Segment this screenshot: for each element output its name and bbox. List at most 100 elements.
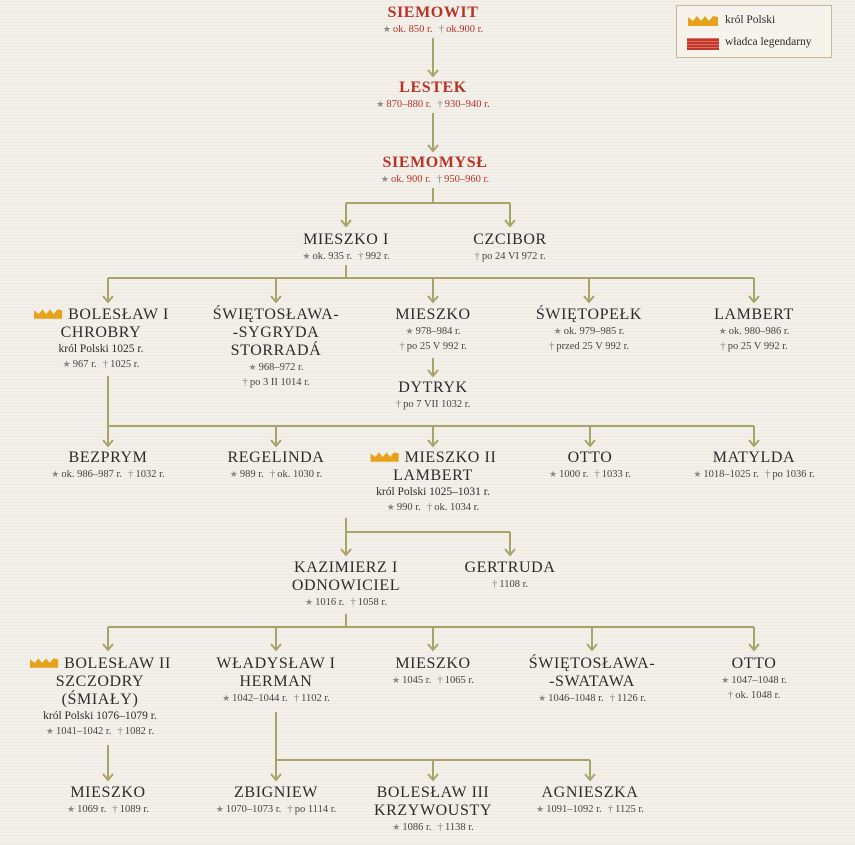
arrow-head	[504, 219, 516, 228]
birth-date: 1086 r.	[402, 822, 432, 833]
arrow-head	[340, 548, 352, 557]
person-kazimierz-i: KAZIMIERZ I ODNOWICIEL ★1016 r.†1058 r.	[292, 559, 400, 610]
cross-icon: †	[594, 468, 600, 480]
person-name-line2: -SYGRYDA	[232, 324, 320, 341]
person-name-line2: SZCZODRY	[55, 673, 145, 690]
birth-date: 1047–1048 r.	[731, 675, 787, 686]
birth-date: 990 r.	[396, 502, 421, 513]
star-icon: ★	[67, 804, 76, 814]
person-mieszko-1069: MIESZKO ★1069 r.†1089 r.	[67, 784, 149, 817]
arrow-head	[427, 439, 439, 448]
arrow-head	[427, 643, 439, 652]
person-dates: ★1018–1025 r.†po 1036 r.	[693, 467, 814, 482]
star-icon: ★	[721, 675, 730, 685]
person-name: SIEMOWIT	[387, 4, 479, 21]
death-date: 1102 r.	[301, 693, 330, 704]
cross-icon: †	[102, 358, 109, 370]
death-date: 1065 r.	[444, 675, 474, 686]
death-date: 1138 r.	[444, 822, 474, 833]
person-name: DYTRYK	[398, 379, 468, 396]
crown-icon	[30, 658, 59, 668]
name-text: BOLESŁAW II	[64, 655, 171, 672]
person-dates: ★1045 r.†1065 r.	[392, 673, 474, 688]
person-lambert: LAMBERT ★ok. 980–986 r. †po 25 V 992 r.	[714, 306, 794, 354]
death-date: po 24 VI 972 r.	[481, 251, 546, 262]
crown-icon	[34, 309, 63, 319]
legend-legendary-label: władca legendarny	[725, 36, 812, 48]
star-icon: ★	[229, 469, 238, 479]
person-name: ŚWIĘTOPEŁK	[535, 306, 643, 323]
star-icon: ★	[549, 469, 558, 479]
birth-date: 989 r.	[239, 469, 264, 480]
cross-icon: †	[242, 376, 248, 388]
person-dates: ★1046–1048 r.†1126 r.	[529, 691, 656, 706]
person-name: MIESZKO	[395, 655, 471, 672]
person-name: LESTEK	[399, 79, 467, 96]
star-icon: ★	[718, 326, 727, 336]
person-name-line2: HERMAN	[239, 673, 313, 690]
person-dytryk: DYTRYK †po 7 VII 1032 r.	[396, 379, 471, 412]
birth-date: ok. 850 r.	[392, 24, 433, 35]
person-name: MIESZKO	[395, 306, 471, 323]
person-dates: ★989 r.†ok. 1030 r.	[228, 467, 325, 482]
person-name-line2: LAMBERT	[393, 467, 473, 484]
star-icon: ★	[62, 359, 71, 369]
person-name-line1: MIESZKO II	[370, 449, 497, 467]
person-dates: ★1042–1044 r.†1102 r.	[216, 691, 335, 706]
star-icon: ★	[553, 326, 562, 336]
birth-date: 978–984 r.	[415, 326, 461, 337]
birth-date: ok. 986–987 r.	[61, 469, 123, 480]
person-name: OTTO	[567, 449, 613, 466]
star-icon: ★	[305, 597, 314, 607]
birth-date: 1016 r.	[315, 597, 345, 608]
star-icon: ★	[376, 99, 385, 109]
arrow-head	[102, 295, 114, 304]
arrow-head	[748, 643, 760, 652]
person-regelinda: REGELINDA ★989 r.†ok. 1030 r.	[228, 449, 325, 482]
birth-date: 1018–1025 r.	[703, 469, 759, 480]
death-date: 1082 r.	[124, 726, 155, 737]
birth-date: 1042–1044 r.	[232, 693, 288, 704]
person-gertruda: GERTRUDA †1108 r.	[465, 559, 556, 592]
person-czcibor: CZCIBOR †po 24 VI 972 r.	[473, 231, 547, 264]
person-dates: †po 24 VI 972 r.	[473, 249, 547, 264]
person-name-line1: ŚWIĘTOSŁAWA-	[528, 655, 656, 672]
death-date: po 7 VII 1032 r.	[403, 399, 471, 410]
person-name: MATYLDA	[712, 449, 796, 466]
death-date: 1058 r.	[357, 597, 387, 608]
star-icon: ★	[215, 804, 224, 814]
person-died: †po 3 II 1014 r.	[213, 375, 340, 390]
person-dates: ★967 r.†1025 r.	[33, 357, 169, 372]
person-name: BEZPRYM	[68, 449, 148, 466]
person-otto-1047: OTTO ★1047–1048 r. †ok. 1048 r.	[721, 655, 787, 703]
person-dates: ★ok. 900 r.†950–960 r.	[381, 172, 489, 187]
person-name: OTTO	[731, 655, 777, 672]
person-name-line2: -SWATAWA	[549, 673, 635, 690]
name-text: MIESZKO II	[404, 449, 497, 466]
crown-icon	[688, 16, 718, 26]
person-mieszko-1045: MIESZKO ★1045 r.†1065 r.	[392, 655, 474, 688]
name-text: BOLESŁAW I	[68, 306, 169, 323]
star-icon: ★	[380, 174, 389, 184]
person-name-line3: STORRADÁ	[230, 342, 322, 359]
person-died: †przed 25 V 992 r.	[536, 339, 642, 354]
arrow-head	[427, 773, 439, 782]
birth-date: 967 r.	[72, 359, 97, 370]
arrow-head	[270, 439, 282, 448]
person-dates: ★ok. 935 r.†992 r.	[302, 249, 389, 264]
person-name-line1: BOLESŁAW I	[33, 306, 169, 324]
person-dates: †1108 r.	[465, 577, 556, 592]
star-icon: ★	[45, 726, 54, 736]
cross-icon: †	[112, 803, 118, 815]
person-siemomysl: SIEMOMYSŁ ★ok. 900 r.†950–960 r.	[381, 154, 489, 187]
legendary-swatch	[687, 38, 719, 50]
person-name: AGNIESZKA	[541, 784, 639, 801]
star-icon: ★	[51, 469, 60, 479]
person-dates: ★1000 r.†1033 r.	[549, 467, 631, 482]
arrow-head	[340, 219, 352, 228]
person-name-line1: ŚWIĘTOSŁAWA-	[212, 306, 340, 323]
person-mieszko-ii: MIESZKO II LAMBERT król Polski 1025–1031…	[370, 449, 497, 515]
arrow-head	[427, 369, 439, 378]
cross-icon: †	[764, 468, 771, 480]
person-name-line3: (ŚMIAŁY)	[61, 691, 139, 708]
